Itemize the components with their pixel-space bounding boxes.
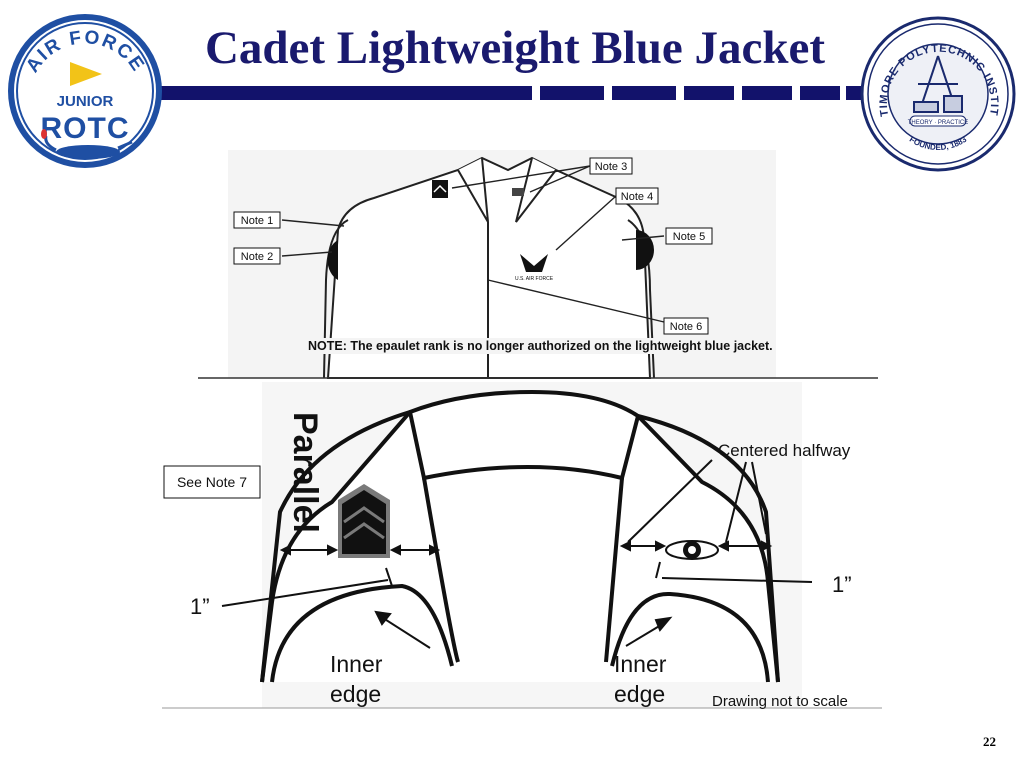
inner-edge-right-line2: edge [614, 681, 665, 707]
centered-halfway-label: Centered halfway [718, 441, 851, 460]
slide-title: Cadet Lightweight Blue Jacket [204, 22, 826, 74]
collar-chevron-icon [432, 180, 448, 198]
bpi-seal-logo: BALTIMORE POLYTECHNIC INSTITUTE THEORY ·… [858, 14, 1016, 172]
inner-edge-left-line2: edge [330, 681, 381, 707]
chevron-rank-icon [338, 484, 390, 558]
note-2-label: Note 2 [241, 251, 273, 263]
see-note-7-label: See Note 7 [177, 474, 247, 490]
left-sleeve-patch [327, 240, 338, 280]
note-6-label: Note 6 [670, 321, 702, 333]
measure-left-label: 1” [190, 594, 210, 619]
note-4-label: Note 4 [621, 191, 653, 203]
air-force-emblem-icon: U.S. AIR FORCE [515, 254, 554, 282]
right-sleeve-patch [636, 230, 654, 270]
collar-insignia-icon [512, 188, 524, 196]
collar-insignia-icon [665, 540, 719, 560]
logo-bottom-text: ROTC [41, 112, 130, 145]
svg-text:U.S. AIR FORCE: U.S. AIR FORCE [515, 276, 554, 282]
inner-edge-left-line1: Inner [330, 651, 383, 677]
note-3-label: Note 3 [595, 161, 627, 173]
logo-middle-text: JUNIOR [57, 93, 114, 110]
note-1-label: Note 1 [241, 215, 273, 227]
seal-motto: THEORY · PRACTICE [908, 120, 968, 126]
parallel-label: Parallel [286, 412, 324, 533]
compass-square-icon [913, 55, 963, 113]
collar-detail-diagram: Parallel See Note 7 Centered halfway 1” … [162, 382, 882, 710]
jacket-footnote: NOTE: The epaulet rank is no longer auth… [308, 339, 773, 353]
jacket-diagram: U.S. AIR FORCE Note 1 Note 2 Note 3 Note… [198, 150, 878, 379]
note-5-label: Note 5 [673, 231, 705, 243]
scale-note: Drawing not to scale [712, 693, 848, 710]
star-arrow-icon [70, 62, 102, 86]
afjrotc-logo: AIR FORCE JUNIOR ROTC [8, 14, 162, 168]
inner-edge-right-line1: Inner [614, 651, 667, 677]
page-number: 22 [983, 734, 996, 749]
measure-right-label: 1” [832, 572, 852, 597]
lamp-icon [41, 129, 133, 159]
title-underline-bar [160, 86, 864, 100]
